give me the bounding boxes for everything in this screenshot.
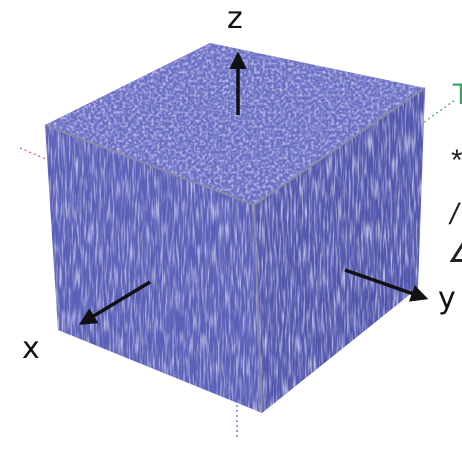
z-axis-label: z xyxy=(227,1,243,36)
cube xyxy=(44,43,426,414)
edge-fragment-star: * xyxy=(451,144,462,177)
x-axis-label: x xyxy=(22,331,40,366)
arrow-right-icon xyxy=(344,268,429,302)
y-axis-label: y xyxy=(438,281,456,316)
arrow-down-left-icon xyxy=(79,280,151,325)
edge-fragment-green-t: T xyxy=(452,78,462,111)
axis-arrows xyxy=(79,51,429,325)
cube-edges xyxy=(44,87,426,414)
edge-fragment-angle: ∠ xyxy=(447,236,462,269)
edge-fragment-slash: / xyxy=(448,198,461,231)
cube-top-face xyxy=(45,43,425,205)
axis-green-dashed xyxy=(419,99,456,126)
cube-right-face xyxy=(254,88,425,413)
cube-left-face xyxy=(45,125,262,413)
